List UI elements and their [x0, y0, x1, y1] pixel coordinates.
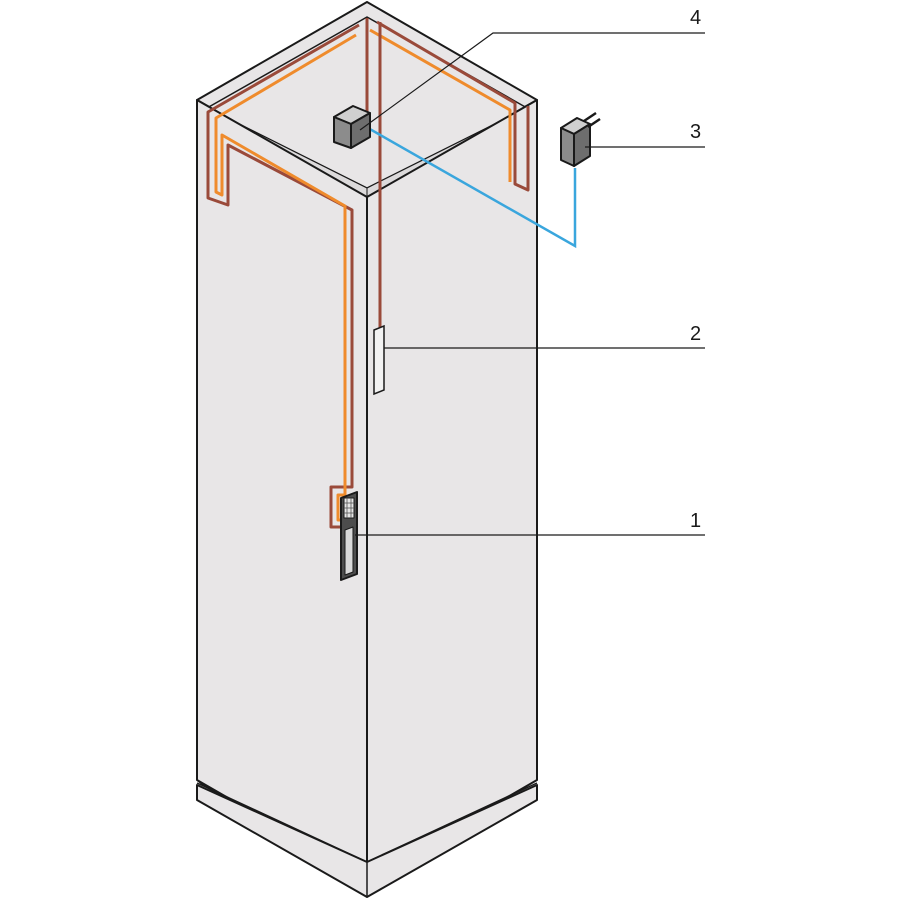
lock-cable-bundle [206, 18, 530, 529]
adapter-side [573, 123, 591, 167]
callout-number-2: 2 [690, 323, 701, 345]
control-unit-side [350, 112, 371, 149]
door-sensor [373, 324, 385, 396]
cable-dark-right [365, 18, 530, 192]
adapter-front [560, 127, 575, 167]
keypad-grid [344, 498, 354, 518]
callout-number-4: 4 [690, 7, 701, 29]
callout-number-1: 1 [690, 510, 701, 532]
handle-grip [344, 526, 354, 576]
handle-keypad [340, 491, 358, 581]
leader-4 [359, 32, 705, 131]
callout-numbers: 4 3 2 1 [690, 7, 701, 532]
cable-orange-left [214, 33, 357, 522]
adapter-prong-2 [587, 117, 601, 129]
power-adapter [560, 111, 601, 167]
cabinet-door-face [366, 99, 538, 879]
cable-dark-left [206, 23, 360, 529]
cabinet-left-face [196, 99, 368, 879]
callout-number-3: 3 [690, 121, 701, 143]
adapter-prong-1 [583, 111, 597, 123]
cable-orange-right [369, 28, 512, 182]
control-unit [333, 105, 371, 149]
data-cable [367, 126, 577, 249]
callout-lines [355, 32, 705, 536]
